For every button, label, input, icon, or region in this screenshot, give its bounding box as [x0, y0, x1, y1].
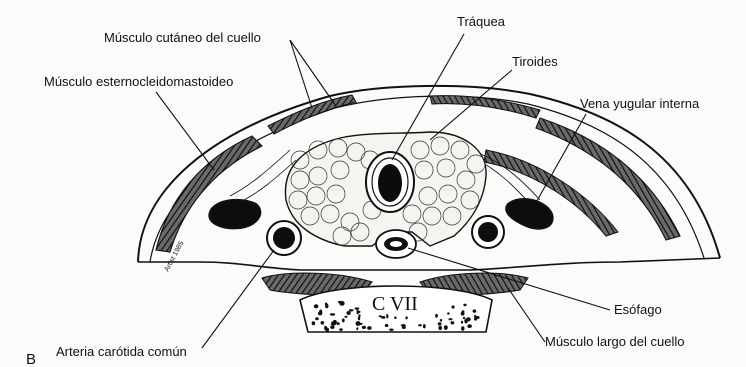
- carotid-lumen-right: [478, 222, 498, 242]
- vertebra-label: C VII: [372, 293, 418, 315]
- label-platysma: Músculo cutáneo del cuello: [104, 30, 261, 45]
- internal-jugular-vein-left: [209, 200, 260, 228]
- label-esophagus: Esófago: [614, 302, 662, 317]
- esophagus-fold: [390, 241, 402, 247]
- label-scm: Músculo esternocleidomastoideo: [44, 74, 233, 89]
- label-thyroid: Tiroides: [512, 54, 558, 69]
- label-trachea: Tráquea: [457, 14, 506, 29]
- scm-left: [156, 136, 262, 252]
- label-carotid: Arteria carótida común: [56, 344, 187, 359]
- internal-jugular-vein-right: [506, 199, 552, 229]
- label-ijv: Vena yugular interna: [580, 96, 700, 111]
- bottom-contour: [138, 258, 720, 270]
- trachea-lumen: [378, 164, 402, 202]
- figure-letter: B: [26, 351, 36, 367]
- carotid-lumen-left: [273, 227, 295, 249]
- platysma-right: [430, 96, 540, 118]
- label-longus: Músculo largo del cuello: [545, 334, 684, 349]
